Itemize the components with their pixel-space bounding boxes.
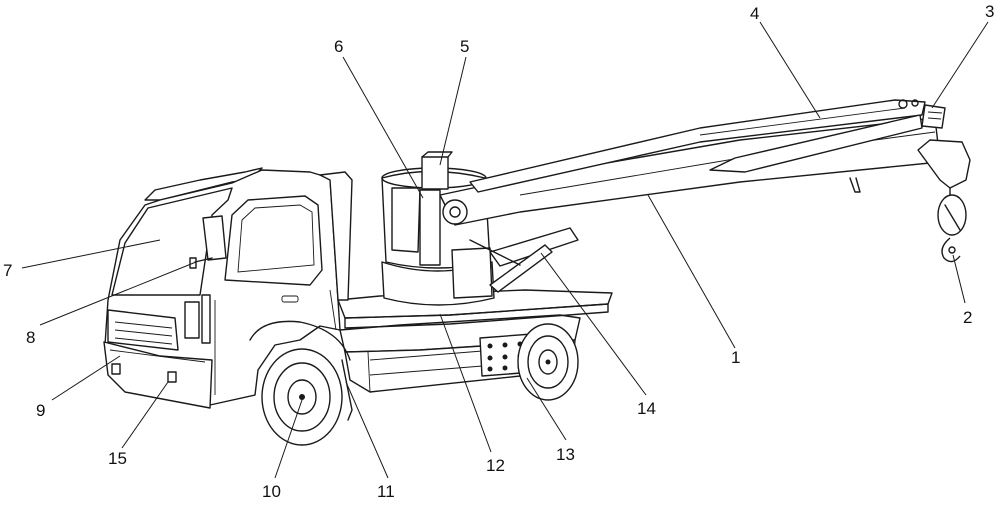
label-6: 6	[334, 37, 343, 56]
label-2: 2	[963, 308, 972, 327]
luffing-cylinder	[469, 227, 579, 293]
label-3: 3	[985, 2, 994, 21]
upper-boom	[469, 99, 926, 193]
crane-turret	[381, 151, 495, 306]
leader-lines	[21, 21, 989, 479]
label-5: 5	[460, 37, 469, 56]
rear-wheel	[517, 323, 579, 401]
front-wheel	[249, 320, 353, 446]
label-10: 10	[262, 482, 281, 501]
label-11: 11	[377, 482, 395, 501]
label-7: 7	[3, 261, 12, 280]
part-labels: 1 2 3 4 5 6 7 8 9 10 11 12 13 14 15	[3, 2, 994, 501]
label-8: 8	[26, 328, 35, 347]
label-9: 9	[36, 401, 45, 420]
boom-head	[917, 104, 971, 189]
label-13: 13	[556, 445, 575, 464]
truck-cab	[103, 167, 341, 409]
label-14: 14	[637, 399, 656, 418]
label-1: 1	[731, 348, 740, 367]
label-12: 12	[486, 456, 505, 475]
label-15: 15	[108, 449, 127, 468]
hook-block	[937, 187, 967, 263]
label-4: 4	[750, 4, 759, 23]
